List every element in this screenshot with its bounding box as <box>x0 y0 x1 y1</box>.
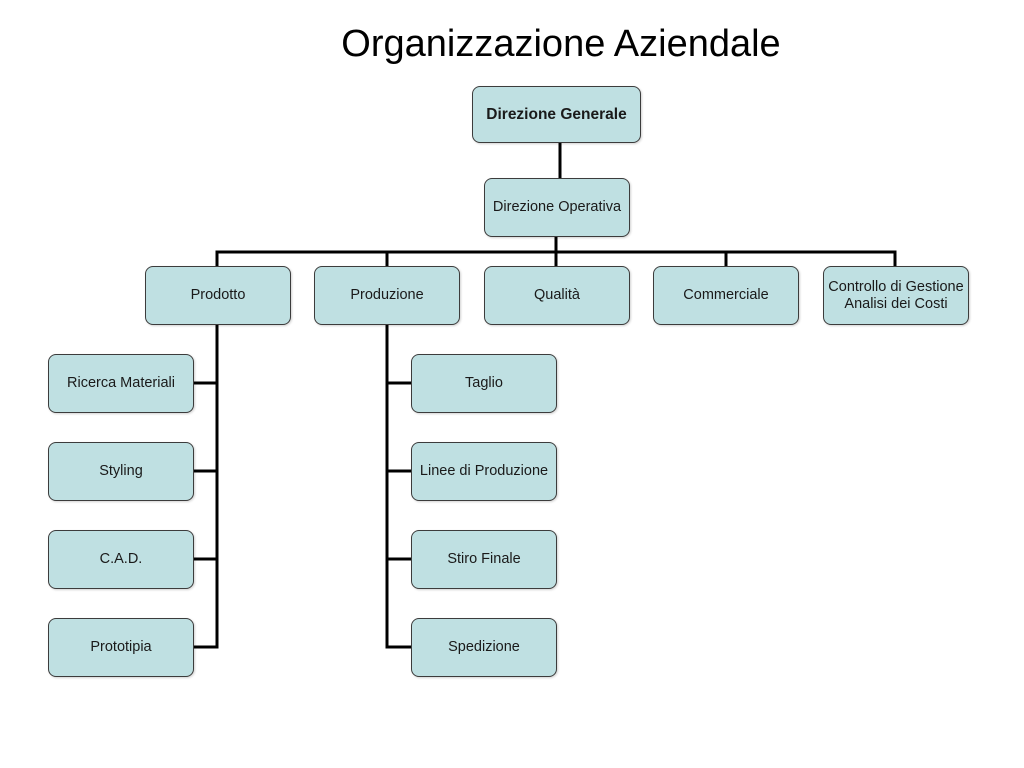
node-styling: Styling <box>48 442 194 501</box>
node-controllo-gestione: Controllo di Gestione Analisi dei Costi <box>823 266 969 325</box>
node-prototipia: Prototipia <box>48 618 194 677</box>
node-commerciale: Commerciale <box>653 266 799 325</box>
node-direzione-generale: Direzione Generale <box>472 86 641 143</box>
node-label: Prototipia <box>90 639 152 655</box>
node-label-line-1: Controllo di Gestione <box>828 278 964 295</box>
node-label: Prodotto <box>190 287 246 303</box>
node-label: Ricerca Materiali <box>67 375 175 391</box>
node-stiro-finale: Stiro Finale <box>411 530 557 589</box>
node-linee-di-produzione: Linee di Produzione <box>411 442 557 501</box>
node-label: Commerciale <box>683 287 769 303</box>
node-label: Spedizione <box>448 639 520 655</box>
node-ricerca-materiali: Ricerca Materiali <box>48 354 194 413</box>
node-spedizione: Spedizione <box>411 618 557 677</box>
node-label-line-2: Analisi dei Costi <box>844 295 948 312</box>
node-label: Stiro Finale <box>447 551 521 567</box>
node-prodotto: Prodotto <box>145 266 291 325</box>
node-qualita: Qualità <box>484 266 630 325</box>
node-label: Direzione Operativa <box>492 199 622 215</box>
node-label: Qualità <box>534 287 580 303</box>
node-label: Taglio <box>465 375 503 391</box>
node-cad: C.A.D. <box>48 530 194 589</box>
node-label: Styling <box>99 463 143 479</box>
node-label: C.A.D. <box>99 551 143 567</box>
node-label: Linee di Produzione <box>419 463 549 479</box>
node-produzione: Produzione <box>314 266 460 325</box>
node-label: Direzione Generale <box>486 106 627 123</box>
node-taglio: Taglio <box>411 354 557 413</box>
page-title: Organizzazione Aziendale <box>341 23 781 65</box>
node-label: Produzione <box>350 287 424 303</box>
node-direzione-operativa: Direzione Operativa <box>484 178 630 237</box>
